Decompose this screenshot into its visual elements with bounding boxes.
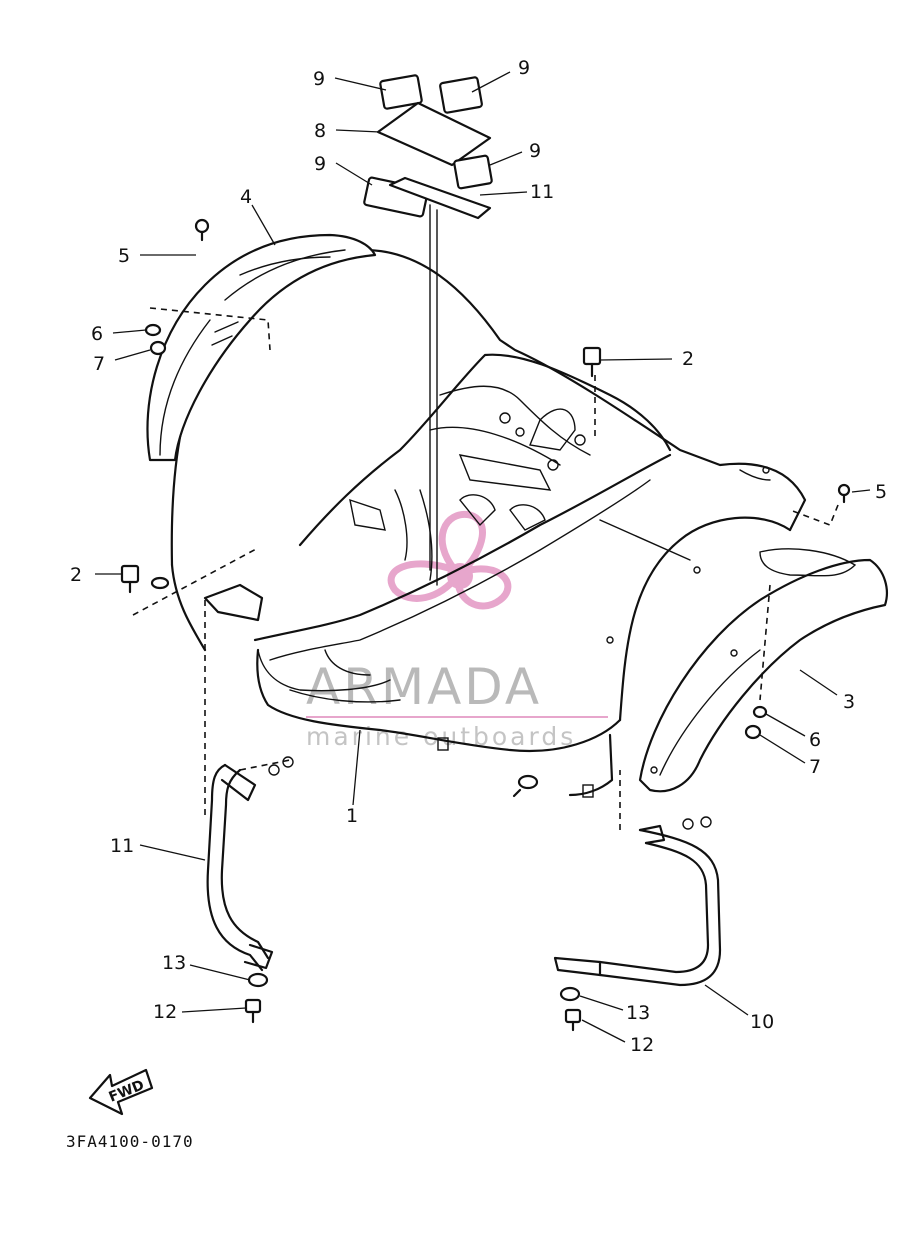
fwd-arrow: FWD (88, 1068, 154, 1116)
right-fender-flap (638, 548, 888, 793)
washer-13-right-icon (559, 986, 581, 1002)
propeller-logo-icon (387, 511, 512, 610)
callout-4: 4 (240, 186, 252, 208)
pad-parts (363, 74, 493, 586)
callout-7: 7 (93, 353, 105, 375)
callout-8: 8 (314, 120, 326, 142)
callout-12: 12 (153, 1001, 177, 1023)
callout-6: 6 (91, 323, 103, 345)
callout-13: 13 (626, 1002, 650, 1024)
fwd-label: FWD (107, 1077, 147, 1106)
collar-6-right-icon (752, 705, 768, 719)
callout-1: 1 (346, 805, 358, 827)
screw-5-right-icon (837, 483, 851, 497)
pad-9-upper-right (439, 76, 483, 114)
callout-7: 7 (809, 756, 821, 778)
pad-9-right (453, 154, 493, 190)
callout-5: 5 (118, 245, 130, 267)
washer-13-left-icon (247, 972, 269, 988)
bolt-12-left-icon (244, 998, 262, 1014)
callout-11: 11 (110, 835, 134, 857)
rear-fender-body (170, 248, 807, 798)
callout-5: 5 (875, 481, 887, 503)
callout-9: 9 (529, 140, 541, 162)
watermark-brand: ARMADA (306, 658, 542, 716)
collar-6-left-icon (144, 323, 162, 337)
callout-2: 2 (682, 348, 694, 370)
callout-9: 9 (518, 57, 530, 79)
nut-7-right-icon (744, 724, 762, 740)
callout-11: 11 (530, 181, 554, 203)
assembly-lines (132, 307, 839, 830)
grab-bar-right (553, 824, 722, 987)
leader-lines (95, 71, 871, 1043)
callout-9: 9 (314, 153, 326, 175)
left-fender-flap (146, 233, 377, 462)
strip-11 (388, 176, 492, 220)
bolt-2-right-icon (582, 346, 602, 366)
fasteners (120, 218, 851, 1032)
bolt-2-left-icon (120, 564, 140, 584)
callout-3: 3 (843, 691, 855, 713)
callout-2: 2 (70, 564, 82, 586)
callout-9: 9 (313, 68, 325, 90)
bolt-12-right-icon (564, 1008, 582, 1024)
diagram-code: 3FA4100-0170 (66, 1132, 194, 1151)
grab-bar-left (206, 763, 274, 972)
pad-8 (376, 101, 492, 167)
watermark-logo: ARMADA marine outboards (306, 511, 608, 751)
callout-10: 10 (750, 1011, 774, 1033)
nut-7-left-icon (149, 340, 167, 356)
screw-5-left-icon (194, 218, 210, 234)
callout-6: 6 (809, 729, 821, 751)
pad-9-upper-left (379, 74, 423, 110)
callout-labels: 9 9 8 9 9 11 4 5 6 7 2 5 2 3 6 7 1 11 13… (70, 57, 887, 1056)
callout-13: 13 (162, 952, 186, 974)
callout-12: 12 (630, 1034, 654, 1056)
